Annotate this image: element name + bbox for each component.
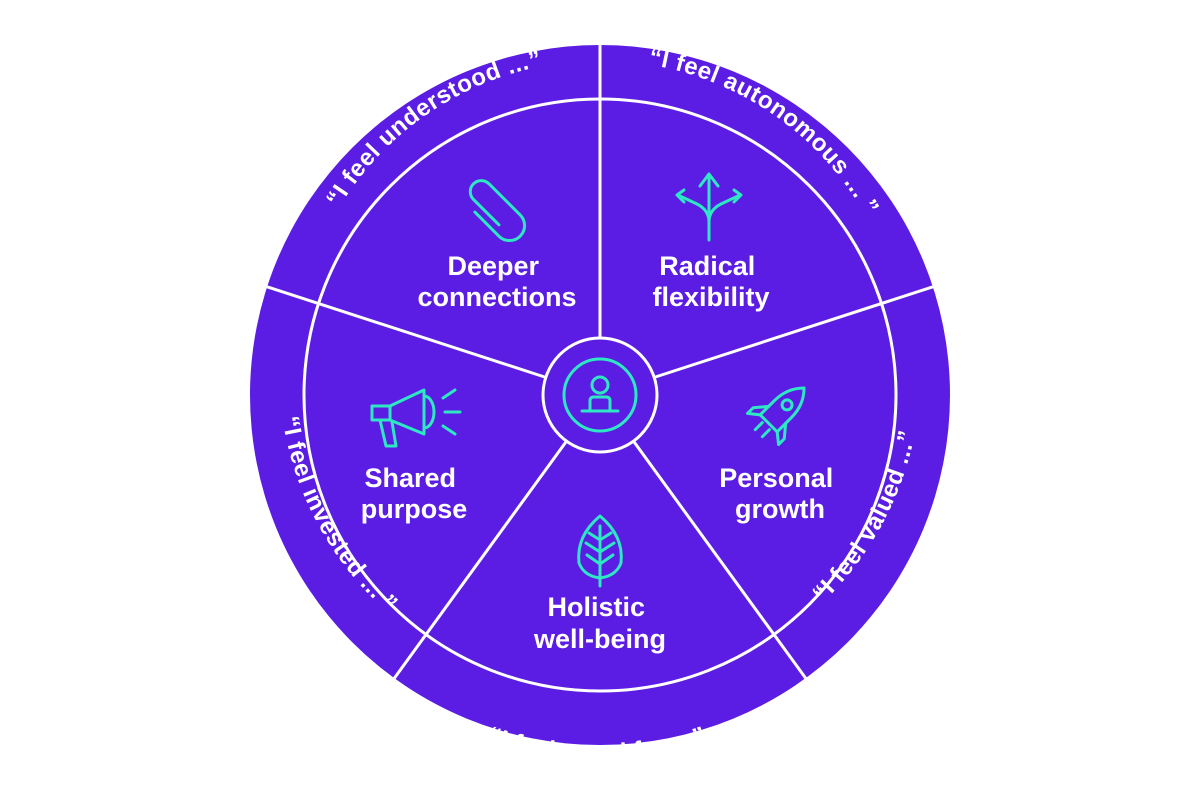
paperclip-icon [468,179,527,243]
person-icon [562,357,638,433]
center-hub [541,336,659,454]
segment-title: flexibility [652,282,769,312]
segment-radical-flexibility: Radical flexibility [652,172,770,312]
segment-title: Radical [659,251,755,281]
leaf-icon [577,514,623,588]
rocket-icon [745,386,806,447]
svg-text:Personal growth: Personal growth [719,463,841,524]
svg-text:Deeper connections: Deeper connections [417,251,576,312]
segment-title: growth [735,494,825,524]
segment-title: Deeper [447,251,539,281]
svg-text:Shared purpose: Shared purpose [361,463,468,524]
segment-title: connections [417,282,576,312]
segment-personal-growth: Personal growth [719,386,841,524]
segment-title: Shared [364,463,456,493]
svg-text:Holistic well-being: Holistic well-being [533,592,666,654]
segment-holistic-well-being: Holistic well-being [533,514,666,654]
segment-title: well-being [533,624,666,654]
segment-title: Holistic [547,592,645,622]
segment-title: Personal [719,463,833,493]
segment-shared-purpose: Shared purpose [361,388,468,524]
branching-arrows-icon [675,172,743,242]
megaphone-icon [370,388,462,448]
segment-title: purpose [361,494,468,524]
svg-text:Radical flexibility: Radical flexibility [652,251,769,312]
segment-dividers [266,45,934,680]
segment-deeper-connections: Deeper connections [417,179,577,312]
